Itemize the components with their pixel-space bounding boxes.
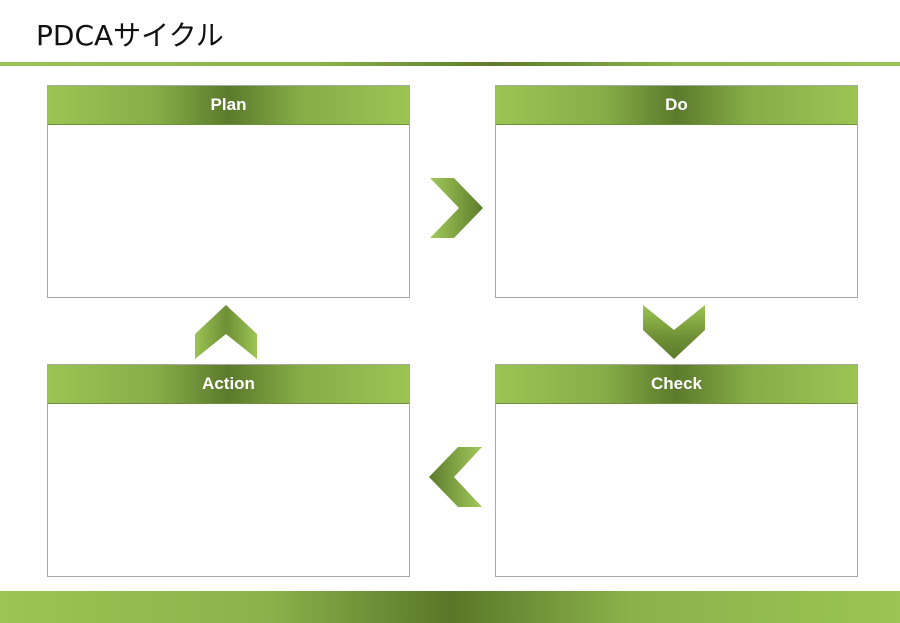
chevron-left-icon bbox=[429, 447, 482, 507]
action-content-area bbox=[48, 404, 409, 576]
chevron-right-icon bbox=[430, 178, 483, 238]
plan-box: Plan bbox=[47, 85, 410, 298]
chevron-up-icon bbox=[195, 305, 257, 359]
action-box: Action bbox=[47, 364, 410, 577]
action-header: Action bbox=[48, 365, 409, 404]
do-box: Do bbox=[495, 85, 858, 298]
page-title: PDCAサイクル bbox=[36, 19, 224, 52]
title-divider bbox=[0, 62, 900, 66]
check-content-area bbox=[496, 404, 857, 576]
do-header: Do bbox=[496, 86, 857, 125]
check-box: Check bbox=[495, 364, 858, 577]
footer-band bbox=[0, 591, 900, 623]
plan-content-area bbox=[48, 125, 409, 297]
chevron-down-icon bbox=[643, 305, 705, 359]
plan-header: Plan bbox=[48, 86, 409, 125]
do-content-area bbox=[496, 125, 857, 297]
check-header: Check bbox=[496, 365, 857, 404]
